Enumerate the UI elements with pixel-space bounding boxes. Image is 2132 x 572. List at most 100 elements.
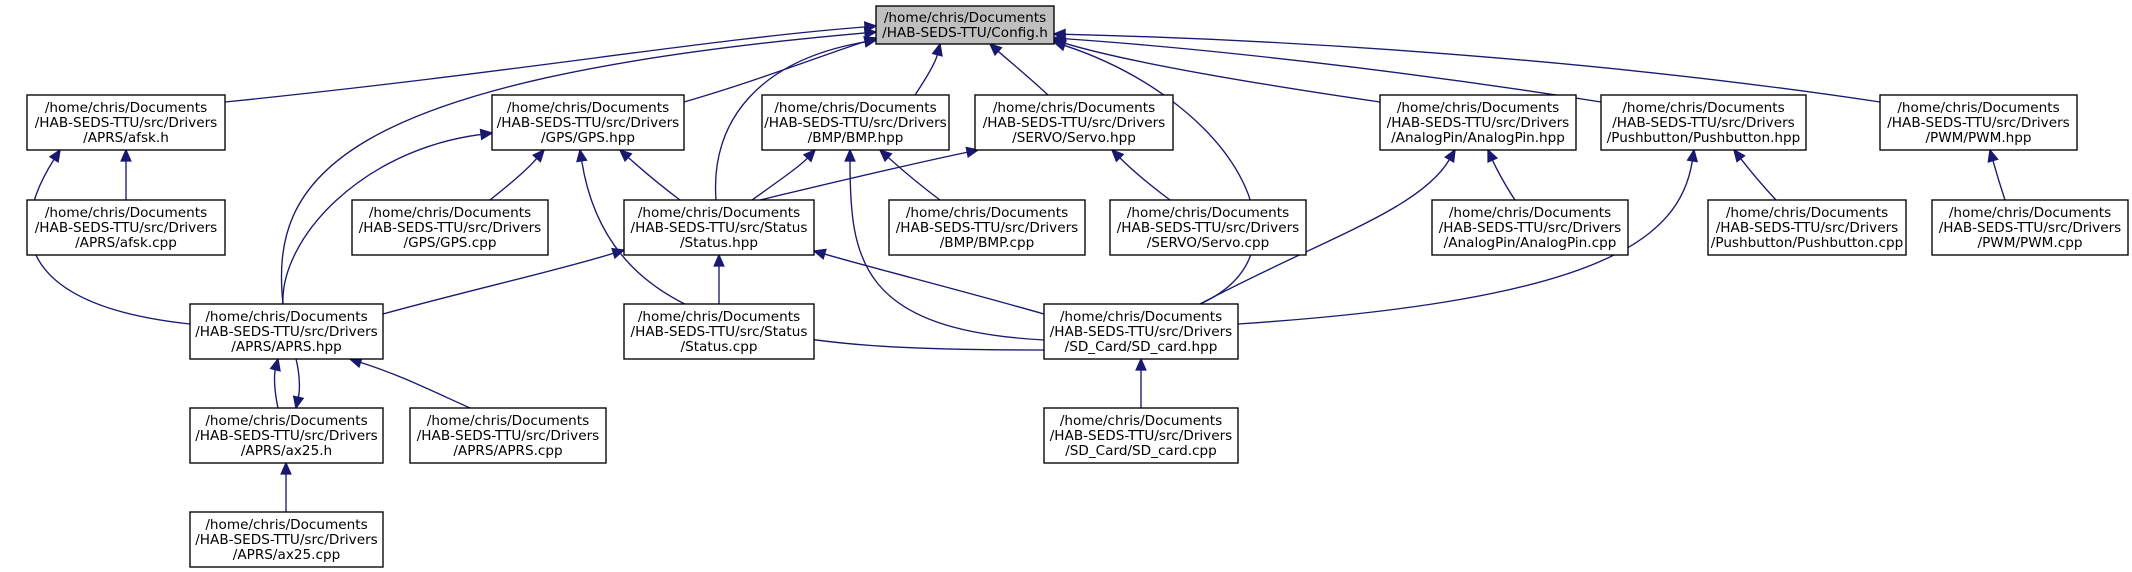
edge-line [849, 160, 1045, 341]
arrowhead [1444, 148, 1456, 163]
arrowhead [292, 395, 305, 410]
node-label-line: /SD_Card/SD_card.hpp [1065, 339, 1218, 355]
edge-status_hpp-to-bmp_hpp [751, 148, 817, 201]
node-config_h[interactable]: /home/chris/Documents/HAB-SEDS-TTU/Confi… [875, 5, 1055, 45]
arrowhead [931, 42, 943, 57]
node-servo_hpp[interactable]: /home/chris/Documents/HAB-SEDS-TTU/src/D… [974, 94, 1174, 151]
node-pwm_hpp[interactable]: /home/chris/Documents/HAB-SEDS-TTU/src/D… [1879, 94, 2078, 151]
node-box [1379, 94, 1577, 151]
node-pushbutton_cpp[interactable]: /home/chris/Documents/HAB-SEDS-TTU/src/D… [1707, 199, 1907, 256]
node-afsk_h[interactable]: /home/chris/Documents/HAB-SEDS-TTU/src/D… [26, 94, 226, 151]
node-label-line: /home/chris/Documents [369, 205, 531, 221]
edge-servo_hpp-to-config_h [988, 42, 1049, 96]
arrowhead [120, 148, 132, 162]
node-label-line: /HAB-SEDS-TTU/src/Drivers [417, 428, 600, 444]
node-servo_cpp[interactable]: /home/chris/Documents/HAB-SEDS-TTU/src/D… [1109, 199, 1307, 256]
edge-line [224, 26, 866, 103]
node-sdcard_hpp[interactable]: /home/chris/Documents/HAB-SEDS-TTU/src/D… [1043, 303, 1239, 360]
edge-gps_hpp-to-config_h [683, 36, 878, 103]
arrowhead [802, 148, 817, 163]
node-label-line: /home/chris/Documents [638, 309, 800, 325]
node-label-line: /HAB-SEDS-TTU/Config.h [882, 25, 1048, 41]
node-label-line: /BMP/BMP.cpp [940, 235, 1035, 251]
edge-line [759, 151, 968, 201]
edge-line [824, 253, 1045, 315]
node-label-line: /home/chris/Documents [906, 205, 1068, 221]
node-label-line: /HAB-SEDS-TTU/src/Drivers [896, 220, 1079, 236]
node-box [26, 199, 226, 256]
node-label-line: /HAB-SEDS-TTU/src/Drivers [1439, 220, 1622, 236]
node-label-line: /PWM/PWM.cpp [1978, 235, 2083, 251]
node-label-line: /HAB-SEDS-TTU/src/Drivers [983, 115, 1166, 131]
arrowhead [1135, 357, 1147, 371]
node-analogpin_hpp[interactable]: /home/chris/Documents/HAB-SEDS-TTU/src/D… [1379, 94, 1577, 151]
node-pushbutton_hpp[interactable]: /home/chris/Documents/HAB-SEDS-TTU/src/D… [1600, 94, 1807, 151]
node-label-line: /home/chris/Documents [205, 413, 367, 429]
node-box [761, 94, 950, 151]
arrowhead [269, 357, 281, 372]
edge-sdcard_cpp-to-sdcard_hpp [1135, 357, 1147, 409]
node-label-line: /Pushbutton/Pushbutton.hpp [1607, 130, 1801, 146]
edge-sdcard_hpp-to-analogpin_hpp [1199, 148, 1456, 305]
node-bmp_hpp[interactable]: /home/chris/Documents/HAB-SEDS-TTU/src/D… [761, 94, 950, 151]
node-aprs_hpp[interactable]: /home/chris/Documents/HAB-SEDS-TTU/src/D… [189, 303, 384, 360]
arrowhead [576, 148, 588, 163]
edge-status_cpp-to-status_hpp [713, 253, 725, 305]
node-afsk_cpp[interactable]: /home/chris/Documents/HAB-SEDS-TTU/src/D… [26, 199, 226, 256]
arrowhead [988, 42, 1003, 57]
node-aprs_cpp[interactable]: /home/chris/Documents/HAB-SEDS-TTU/src/D… [409, 407, 607, 464]
node-label-line: /home/chris/Documents [1060, 309, 1222, 325]
node-status_cpp[interactable]: /home/chris/Documents/HAB-SEDS-TTU/src/S… [623, 303, 815, 360]
edge-line [280, 32, 866, 305]
arrowhead [479, 128, 494, 141]
node-analogpin_cpp[interactable]: /home/chris/Documents/HAB-SEDS-TTU/src/D… [1431, 199, 1629, 256]
edge-sdcard_hpp-to-pushbutton_hpp [1237, 148, 1699, 325]
node-label-line: /Status.cpp [681, 339, 758, 355]
node-box [1707, 199, 1907, 256]
node-sdcard_cpp[interactable]: /home/chris/Documents/HAB-SEDS-TTU/src/D… [1043, 407, 1239, 464]
arrowhead [1487, 148, 1499, 164]
node-label-line: /SERVO/Servo.cpp [1147, 235, 1270, 251]
node-gps_hpp[interactable]: /home/chris/Documents/HAB-SEDS-TTU/src/D… [491, 94, 685, 151]
edge-ax25_cpp-to-ax25_h [280, 461, 292, 513]
node-ax25_cpp[interactable]: /home/chris/Documents/HAB-SEDS-TTU/src/D… [189, 511, 384, 568]
node-status_hpp[interactable]: /home/chris/Documents/HAB-SEDS-TTU/src/S… [623, 199, 815, 256]
node-box [1431, 199, 1629, 256]
node-box [189, 303, 384, 360]
node-box [189, 511, 384, 568]
edge-afsk_cpp-to-afsk_h [120, 148, 132, 200]
node-label-line: /home/chris/Documents [638, 205, 800, 221]
edge-line [887, 156, 941, 201]
edge-layer [29, 21, 2006, 513]
node-pwm_cpp[interactable]: /home/chris/Documents/HAB-SEDS-TTU/src/D… [1931, 199, 2129, 256]
node-label-line: /APRS/APRS.cpp [453, 443, 562, 459]
edge-pwm_hpp-to-config_h [1052, 28, 1881, 103]
node-gps_cpp[interactable]: /home/chris/Documents/HAB-SEDS-TTU/src/D… [351, 199, 549, 256]
node-box [1109, 199, 1307, 256]
edge-status_hpp-to-config_h [714, 36, 878, 201]
arrowhead [280, 461, 292, 475]
node-label-line: /HAB-SEDS-TTU/src/Drivers [1612, 115, 1795, 131]
edge-line [1119, 157, 1171, 201]
edge-gps_cpp-to-gps_hpp [489, 148, 546, 201]
node-label-line: /HAB-SEDS-TTU/src/Drivers [35, 115, 218, 131]
edge-pushbutton_hpp-to-config_h [1052, 33, 1602, 103]
node-label-line: /GPS/GPS.cpp [404, 235, 497, 251]
arrowhead [531, 148, 546, 163]
node-label-line: /AnalogPin/AnalogPin.cpp [1444, 235, 1617, 251]
node-label-line: /home/chris/Documents [1127, 205, 1289, 221]
node-ax25_h[interactable]: /home/chris/Documents/HAB-SEDS-TTU/src/D… [189, 407, 384, 464]
node-box [623, 303, 815, 360]
edge-line [914, 54, 938, 96]
node-label-line: /HAB-SEDS-TTU/src/Drivers [1716, 220, 1899, 236]
edge-line [1740, 158, 1777, 201]
node-bmp_cpp[interactable]: /home/chris/Documents/HAB-SEDS-TTU/src/D… [888, 199, 1086, 256]
node-label-line: /APRS/afsk.h [83, 130, 169, 146]
edge-line [1064, 38, 1602, 103]
edge-aprs_hpp-to-gps_hpp [282, 128, 494, 305]
node-label-line: /HAB-SEDS-TTU/src/Drivers [497, 115, 680, 131]
node-label-line: /Status.hpp [680, 235, 758, 251]
edge-aprs_cpp-to-aprs_hpp [348, 357, 471, 409]
edge-line [1491, 159, 1516, 201]
